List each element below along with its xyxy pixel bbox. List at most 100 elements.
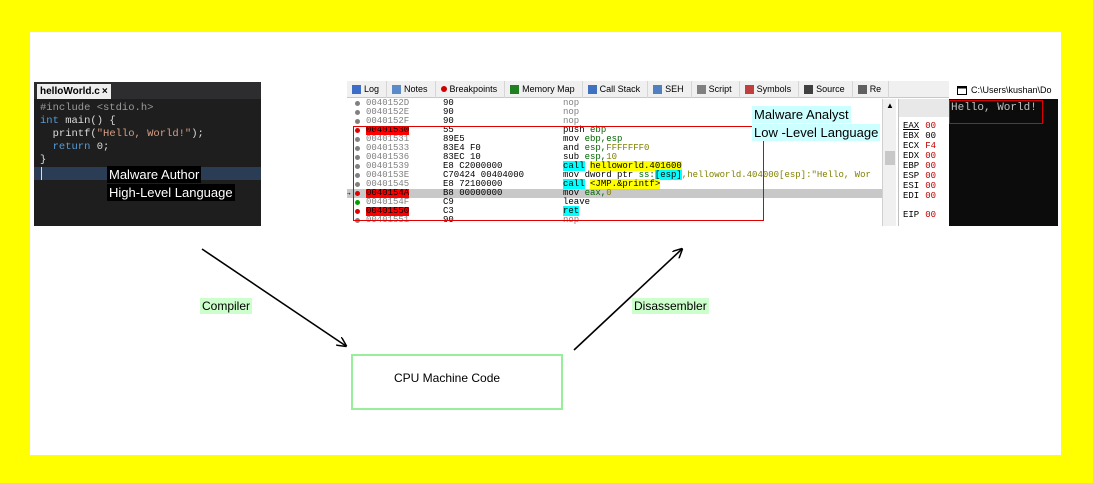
- close-icon[interactable]: ×: [101, 86, 108, 97]
- instruction-token: and: [563, 143, 585, 153]
- disassembly-scrollbar[interactable]: ▲: [882, 99, 896, 226]
- instruction-token: 0: [606, 188, 612, 198]
- register-name: EAX: [903, 121, 920, 131]
- code-token: }: [40, 154, 47, 166]
- tab-call-stack[interactable]: Call Stack: [583, 81, 649, 98]
- instruction-token: ss:: [638, 170, 655, 180]
- console-title-bar: C:\Users\kushan\Do: [949, 81, 1058, 99]
- breakpoint-dot-icon[interactable]: [355, 137, 360, 142]
- tab-script[interactable]: Script: [692, 81, 740, 98]
- instruction-address: 0040152F: [366, 116, 410, 126]
- breakpoint-dot-icon[interactable]: [355, 191, 360, 196]
- register-value: 00: [925, 171, 937, 181]
- tab-seh[interactable]: SEH: [648, 81, 692, 98]
- console-window-screenshot: C:\Users\kushan\Do Hello, World!: [949, 81, 1058, 226]
- breakpoint-dot-icon[interactable]: [355, 119, 360, 124]
- instruction-bytes: 90: [443, 215, 454, 225]
- instruction-text: nop: [563, 216, 579, 225]
- instruction-token: call: [563, 161, 585, 171]
- code-token: #include <stdio.h>: [40, 102, 154, 114]
- malware-author-label: Malware Author: [107, 166, 202, 183]
- breakpoint-dot-icon[interactable]: [355, 218, 360, 223]
- memory-map-icon: [510, 84, 520, 94]
- instruction-token: eax,: [584, 188, 607, 198]
- register-name: ECX: [903, 141, 920, 151]
- instruction-bytes: 90: [443, 116, 454, 126]
- breakpoint-dot-icon[interactable]: [355, 146, 360, 151]
- code-line: #include <stdio.h>: [34, 102, 261, 115]
- tab-label: Source: [816, 84, 845, 94]
- breakpoint-dot-icon[interactable]: [355, 182, 360, 187]
- code-line: int main() {: [34, 115, 261, 128]
- disassembler-label: Disassembler: [632, 298, 709, 314]
- editor-tab-hello-world[interactable]: helloWorld.c ×: [37, 84, 111, 99]
- breakpoint-dot-icon[interactable]: [355, 155, 360, 160]
- code-token: main() {: [58, 115, 116, 127]
- breakpoint-dot-icon[interactable]: [355, 164, 360, 169]
- instruction-bytes: 55: [443, 125, 454, 135]
- code-token: );: [191, 128, 204, 140]
- tab-source[interactable]: Source: [799, 81, 853, 98]
- instruction-token: nop: [563, 116, 580, 126]
- references-icon: [857, 84, 867, 94]
- tab-breakpoints[interactable]: Breakpoints: [436, 81, 506, 98]
- instruction-token: [esp]: [654, 170, 682, 180]
- instruction-bytes: 83EC 10: [443, 152, 481, 162]
- call-stack-icon: [587, 84, 597, 94]
- breakpoint-dot-icon[interactable]: [355, 173, 360, 178]
- disassembly-row[interactable]: 0040152F 90 nop: [347, 117, 882, 126]
- instruction-address: 0040154F: [366, 197, 410, 207]
- instruction-token: mov: [563, 188, 585, 198]
- current-instruction-arrow-icon: →: [347, 188, 351, 198]
- tab-re[interactable]: Re: [853, 81, 890, 98]
- scroll-up-icon[interactable]: ▲: [886, 101, 894, 110]
- tab-log[interactable]: Log: [347, 81, 388, 98]
- instruction-token: ebp,esp: [584, 134, 623, 144]
- instruction-address: 00401536: [366, 152, 410, 162]
- breakpoint-dot-icon[interactable]: [355, 200, 360, 205]
- breakpoint-dot-icon[interactable]: [355, 110, 360, 115]
- instruction-address: 00401533: [366, 143, 410, 153]
- instruction-token: FFFFFFF0: [606, 143, 650, 153]
- instruction-token: ret: [563, 206, 580, 216]
- instruction-token: mov dword ptr: [563, 170, 639, 180]
- instruction-text: mov dword ptr ss:[esp],helloworld.404000…: [563, 170, 871, 180]
- register-value: 00: [925, 191, 937, 201]
- register-name: EBP: [903, 161, 920, 171]
- instruction-bytes: C3: [443, 206, 454, 216]
- scroll-thumb[interactable]: [885, 151, 895, 165]
- breakpoint-dot-icon[interactable]: [355, 128, 360, 133]
- instruction-text: and esp,FFFFFFF0: [563, 144, 649, 153]
- tab-symbols[interactable]: Symbols: [740, 81, 800, 98]
- breakpoint-dot-icon[interactable]: [355, 209, 360, 214]
- tab-notes[interactable]: Notes: [387, 81, 436, 98]
- breakpoint-dot-icon[interactable]: [355, 101, 360, 106]
- tab-memory-map[interactable]: Memory Map: [505, 81, 583, 98]
- tab-label: Symbols: [756, 84, 792, 94]
- register-value: 00: [925, 131, 937, 141]
- instruction-address: 00401545: [366, 179, 410, 189]
- instruction-text: nop: [563, 117, 579, 126]
